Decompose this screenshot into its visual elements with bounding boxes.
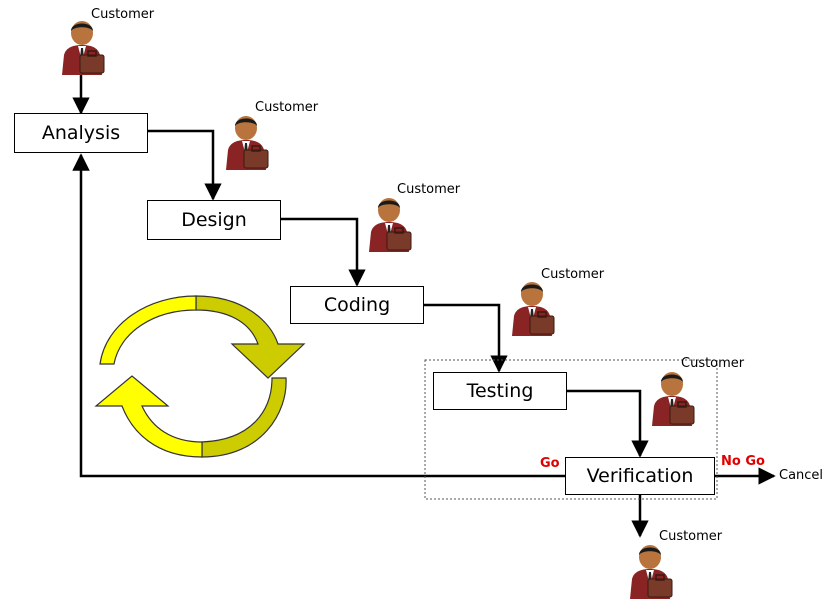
step-testing: Testing — [433, 372, 567, 410]
arrow-design-to-coding — [281, 217, 366, 287]
customer-icon — [626, 541, 674, 599]
customer-icon — [222, 112, 270, 170]
arrow-testing-to-verification — [567, 389, 649, 458]
no-go-label: No Go — [721, 454, 765, 469]
step-coding-label: Coding — [323, 294, 391, 316]
customer-icon — [365, 194, 413, 252]
customer-label-2: Customer — [255, 100, 319, 115]
arrow-go-loop-to-analysis — [72, 153, 565, 478]
test-verify-group-frame — [424, 359, 718, 500]
customer-label-6: Customer — [659, 529, 723, 544]
customer-label-4: Customer — [541, 267, 605, 282]
step-analysis: Analysis — [14, 113, 148, 153]
step-testing-label: Testing — [466, 380, 534, 402]
arrow-analysis-to-design — [147, 129, 222, 201]
customer-icon — [58, 17, 106, 75]
step-coding: Coding — [290, 286, 424, 324]
customer-label-5: Customer — [681, 356, 745, 371]
customer-label-1: Customer — [91, 7, 155, 22]
customer-icon — [508, 278, 556, 336]
cycle-arrows-icon — [94, 295, 306, 458]
cancel-label: Cancel — [779, 468, 824, 483]
customer-icon — [648, 368, 696, 426]
customer-label-3: Customer — [397, 182, 461, 197]
go-label: Go — [540, 456, 560, 471]
step-verification-label: Verification — [586, 465, 694, 487]
step-analysis-label: Analysis — [41, 122, 121, 144]
arrow-coding-to-testing — [424, 303, 508, 373]
step-design-label: Design — [181, 209, 247, 231]
step-verification: Verification — [565, 457, 715, 495]
step-design: Design — [147, 200, 281, 240]
